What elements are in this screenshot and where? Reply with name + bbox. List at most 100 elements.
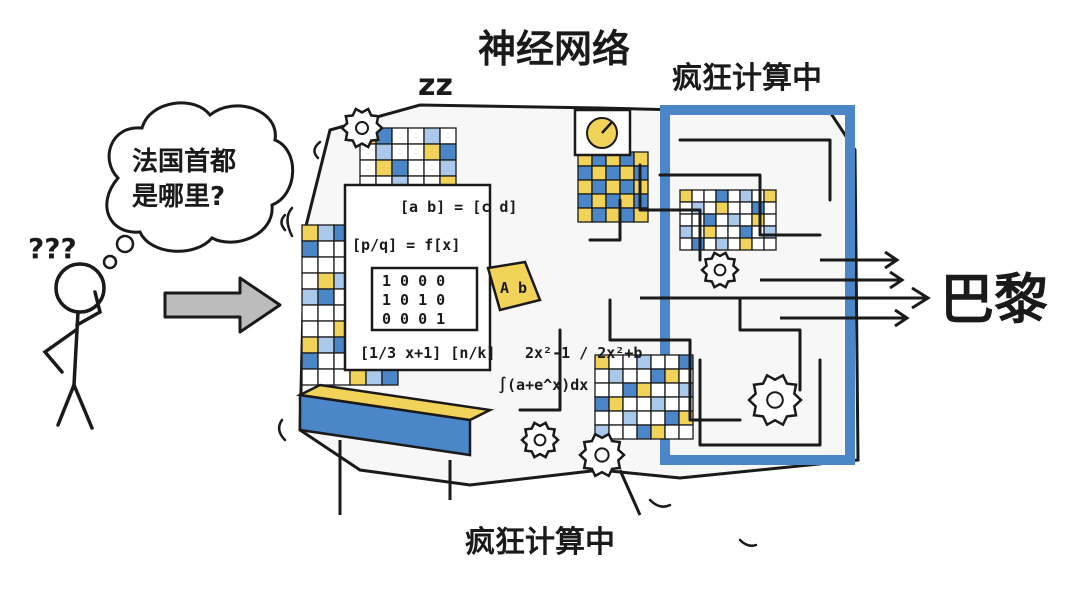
grid-cell — [407, 143, 425, 161]
person-legs — [56, 380, 94, 430]
grid-cell — [577, 179, 593, 195]
grid-cell — [636, 382, 652, 398]
grid-cell — [763, 201, 777, 215]
grid-cell — [691, 189, 705, 203]
right-frame — [660, 105, 855, 465]
grid-cell — [650, 354, 666, 370]
grid-cell — [703, 237, 717, 251]
math-eq-3: [1/3 x+1] [n/k] — [360, 344, 495, 362]
grid-cell — [407, 159, 425, 177]
grid-cell — [407, 127, 425, 145]
grid-cell — [594, 368, 610, 384]
grid-cell — [727, 213, 741, 227]
grid-cell — [608, 382, 624, 398]
grid-cell — [317, 320, 335, 338]
computing-label-bottom: 疯狂计算中 — [465, 525, 615, 560]
pipe — [588, 198, 622, 242]
grid-cell — [608, 410, 624, 426]
grid-cell — [391, 143, 409, 161]
grid-cell — [715, 225, 729, 239]
person-head — [54, 262, 106, 314]
grid-cell — [751, 237, 765, 251]
grid-cell — [301, 352, 319, 370]
grid-cell — [622, 368, 638, 384]
grid-cell — [664, 368, 680, 384]
grid-cell — [317, 336, 335, 354]
grid-cell — [375, 143, 393, 161]
grid-cell — [679, 213, 693, 227]
grid-cell — [679, 237, 693, 251]
person-left-arm — [42, 328, 78, 374]
matrix-bracket — [370, 266, 479, 332]
grid-cell — [439, 127, 457, 145]
grid-cell — [622, 396, 638, 412]
grid-cell — [619, 179, 635, 195]
grid-cell — [751, 189, 765, 203]
grid-cell — [577, 193, 593, 209]
grid-cell — [727, 189, 741, 203]
grid-cell — [650, 424, 666, 440]
grid-cell — [317, 368, 335, 386]
vibration-lines — [277, 140, 758, 548]
grid-cell — [664, 410, 680, 426]
grid-cell — [703, 225, 717, 239]
grid-cell — [636, 424, 652, 440]
grid-cell — [751, 213, 765, 227]
center-grid-panel — [577, 151, 649, 223]
grid-cell — [423, 159, 441, 177]
gauge — [573, 108, 632, 157]
pipe — [658, 173, 822, 237]
grid-cell — [301, 304, 319, 322]
pipes — [518, 138, 832, 447]
grid-cell — [594, 396, 610, 412]
math-eq-5: 2x²-1 / 2x²+b — [525, 344, 642, 362]
grid-cell — [691, 213, 705, 227]
matrix-row-3: 0 0 0 1 — [382, 310, 445, 328]
grid-cell — [636, 368, 652, 384]
grid-cell — [317, 288, 335, 306]
math-eq-4: ∫(a+e^x)dx — [498, 376, 588, 394]
grid-cell — [301, 256, 319, 274]
grid-cell — [751, 201, 765, 215]
grid-cell — [727, 237, 741, 251]
grid-cell — [664, 424, 680, 440]
pipe — [518, 328, 562, 412]
grid-cell — [439, 143, 457, 161]
grid-cell — [439, 159, 457, 177]
pipe — [738, 298, 802, 392]
grid-cell — [739, 189, 753, 203]
network-title: 神经网络 — [478, 27, 630, 71]
grid-cell — [703, 189, 717, 203]
grid-cell — [622, 424, 638, 440]
output-arrows — [640, 250, 931, 328]
math-eq-2: [p/q] = f[x] — [352, 236, 460, 254]
grid-cell — [301, 368, 319, 386]
grid-cell — [739, 213, 753, 227]
grid-cell — [423, 143, 441, 161]
grid-cell — [423, 127, 441, 145]
thinking-person — [42, 262, 106, 430]
question-line-1: 法国首都 — [132, 146, 236, 177]
thought-bubble-trail — [102, 234, 135, 270]
math-eq-1: [a b] = [c d] — [400, 198, 517, 216]
grid-cell — [650, 382, 666, 398]
grid-cell — [622, 382, 638, 398]
grid-cell — [691, 225, 705, 239]
grid-cell — [715, 189, 729, 203]
grid-cell — [763, 189, 777, 203]
answer-label: 巴黎 — [940, 268, 1048, 331]
grid-cell — [301, 272, 319, 290]
grid-cell — [679, 201, 693, 215]
matrix-row-1: 1 0 0 0 — [382, 272, 445, 290]
grid-cell — [679, 189, 693, 203]
grid-cell — [763, 213, 777, 227]
grid-cell — [594, 382, 610, 398]
grid-cell — [650, 396, 666, 412]
grid-cell — [664, 354, 680, 370]
grid-cell — [703, 201, 717, 215]
pipe — [608, 298, 742, 422]
grid-cell — [679, 225, 693, 239]
grid-cell — [727, 201, 741, 215]
grid-cell — [650, 368, 666, 384]
